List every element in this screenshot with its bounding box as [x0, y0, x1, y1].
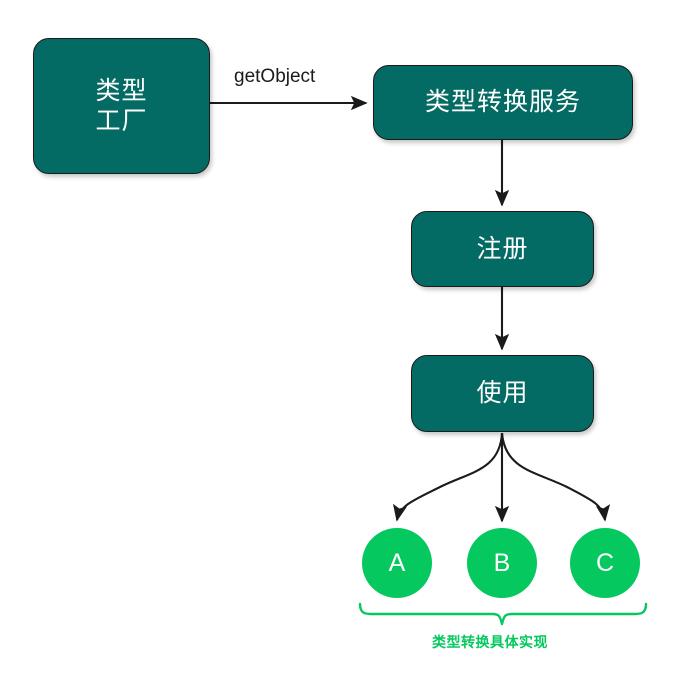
- node-register[interactable]: 注册: [411, 211, 594, 287]
- node-convert-service-label: 类型转换服务: [424, 88, 581, 117]
- node-use-label: 使用: [476, 379, 529, 408]
- node-type-factory-label: 类型 工厂: [95, 76, 148, 136]
- node-use[interactable]: 使用: [411, 355, 594, 432]
- connector-use-to-impl-a: [392, 432, 504, 522]
- implementations-brace-caption: 类型转换具体实现: [432, 634, 548, 650]
- impl-circle-c[interactable]: C: [570, 528, 640, 598]
- impl-circle-a-label: A: [388, 548, 406, 577]
- node-convert-service[interactable]: 类型转换服务: [373, 65, 633, 140]
- impl-circle-b-label: B: [493, 548, 511, 577]
- impl-circle-c-label: C: [595, 548, 615, 577]
- node-type-factory[interactable]: 类型 工厂: [33, 38, 210, 174]
- implementations-brace: [358, 602, 648, 626]
- connector-use-to-impl-c: [500, 432, 611, 522]
- node-register-label: 注册: [476, 234, 529, 263]
- impl-circle-b[interactable]: B: [467, 528, 537, 598]
- edge-label-get-object: getObject: [234, 66, 316, 87]
- impl-circle-a[interactable]: A: [362, 528, 432, 598]
